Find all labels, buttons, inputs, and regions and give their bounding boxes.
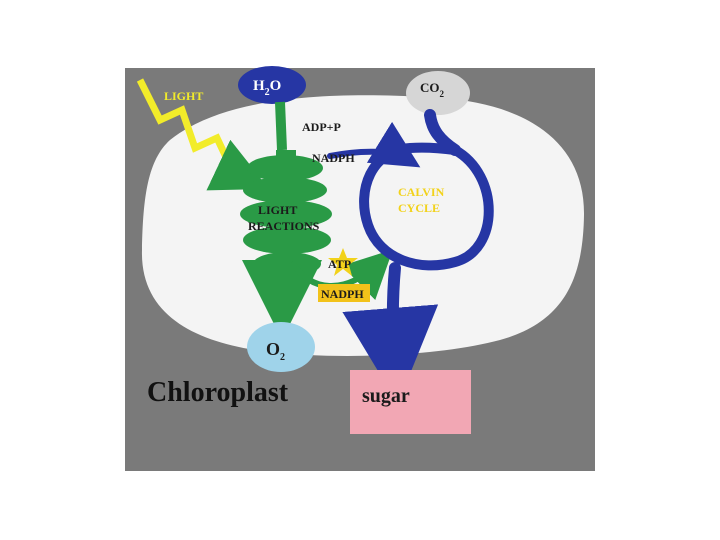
calvin-cycle — [327, 109, 494, 404]
co2-blob — [406, 71, 470, 115]
o2-label: O2 — [266, 339, 285, 363]
water-stream — [275, 101, 287, 151]
h2o-label: H2O — [253, 78, 281, 98]
light-label: LIGHT — [164, 89, 203, 103]
chloroplast-title: Chloroplast — [147, 377, 289, 408]
nadph-output-label: NADPH — [321, 287, 364, 301]
sugar-box — [350, 370, 471, 434]
calvin-cycle-label: CALVIN CYCLE — [398, 185, 447, 215]
o2-blob — [247, 322, 315, 372]
nadph-input-label: NADPH — [312, 151, 355, 165]
atp-star — [328, 248, 358, 276]
h2o-blob — [238, 66, 306, 104]
light-ray — [136, 78, 270, 191]
light-reactions-label: LIGHT REACTIONS — [248, 203, 320, 233]
nadph-box — [318, 284, 370, 302]
co2-label: CO2 — [420, 80, 445, 99]
adp-p-label: ADP+P — [302, 120, 341, 134]
sugar-label: sugar — [362, 385, 410, 407]
atp-label: ATP — [328, 257, 351, 271]
